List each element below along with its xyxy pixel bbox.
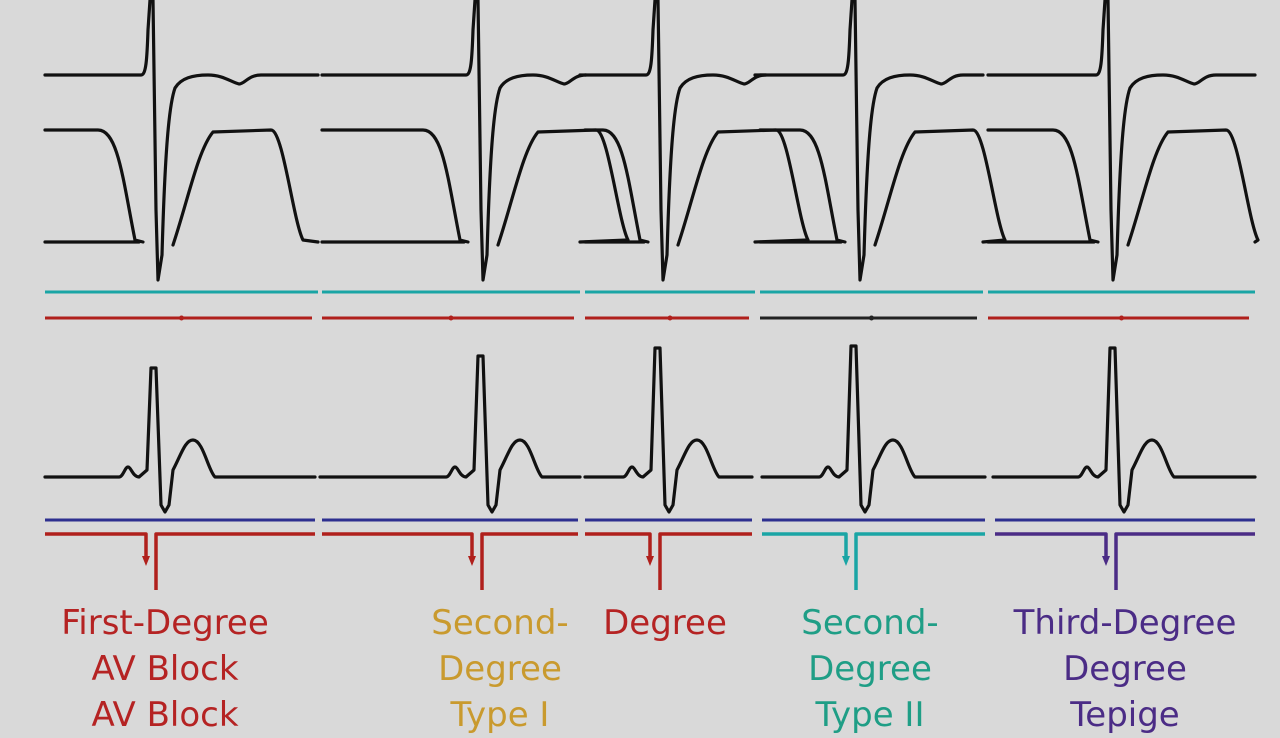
upper-trace-top (986, 0, 1257, 282)
label-line: Third-Degree (1013, 603, 1237, 643)
upper-trace-plateau-left (320, 128, 470, 244)
label-degree: Degree (590, 600, 740, 646)
upper-trace-plateau-left (583, 128, 650, 244)
upper-trace-top (320, 0, 588, 282)
upper-trace-top (758, 0, 985, 282)
label-line: Degree (1063, 649, 1187, 689)
separator-dot (869, 315, 874, 321)
label-line: Tepige (1070, 695, 1180, 735)
upper-trace-plateau-right (496, 128, 630, 247)
upper-trace-top (583, 0, 768, 282)
upper-trace-plateau-right (676, 128, 810, 247)
marker-line (45, 532, 315, 590)
upper-trace-group (43, 0, 1260, 282)
marker-line (762, 532, 985, 590)
marker-arrow (468, 556, 476, 566)
label-second-degree-type-ii: Second- Degree Type II (770, 600, 970, 738)
separator-dot (1119, 315, 1124, 321)
marker-arrow (842, 556, 850, 566)
marker-arrow (1102, 556, 1110, 566)
label-line: Degree (808, 649, 932, 689)
separator-lines-group (45, 290, 1255, 321)
upper-trace-plateau-right (1126, 128, 1260, 247)
marker-arrow (646, 556, 654, 566)
label-second-degree-type-i: Second- Degree Type I (390, 600, 610, 738)
marker-line (995, 532, 1255, 590)
label-line: Second- (801, 603, 939, 643)
label-line: AV Block (91, 695, 239, 735)
lower-ecg-trace (583, 346, 754, 514)
upper-trace-plateau-right (171, 128, 320, 247)
marker-line (322, 532, 578, 590)
label-line: Type II (815, 695, 925, 735)
lower-ecg-trace (318, 354, 582, 514)
separator-dot (448, 315, 454, 321)
upper-trace-plateau-left (986, 128, 1100, 244)
label-line: AV Block (91, 649, 239, 689)
upper-trace-plateau-left (758, 128, 847, 244)
upper-trace-plateau-left (43, 128, 145, 244)
label-line: Type I (450, 695, 550, 735)
upper-trace-plateau-right (873, 128, 1007, 247)
upper-trace-top (43, 0, 320, 282)
label-line: Degree (438, 649, 562, 689)
label-line: Second- (431, 603, 569, 643)
marker-arrow (142, 556, 150, 566)
separator-dot (667, 315, 673, 321)
label-line: Degree (603, 603, 727, 643)
label-line: First-Degree (61, 603, 269, 643)
separator-dot (179, 315, 184, 321)
lower-ecg-trace (991, 346, 1257, 514)
marker-lines-group (45, 518, 1255, 590)
lower-ecg-trace (760, 344, 987, 514)
lower-trace-group (43, 344, 1257, 514)
lower-ecg-trace (43, 366, 317, 514)
label-first-degree-av-block: First-Degree AV Block AV Block (0, 600, 330, 738)
label-third-degree: Third-Degree Degree Tepige (990, 600, 1260, 738)
ecg-diagram (43, 0, 1260, 590)
marker-line (585, 532, 752, 590)
